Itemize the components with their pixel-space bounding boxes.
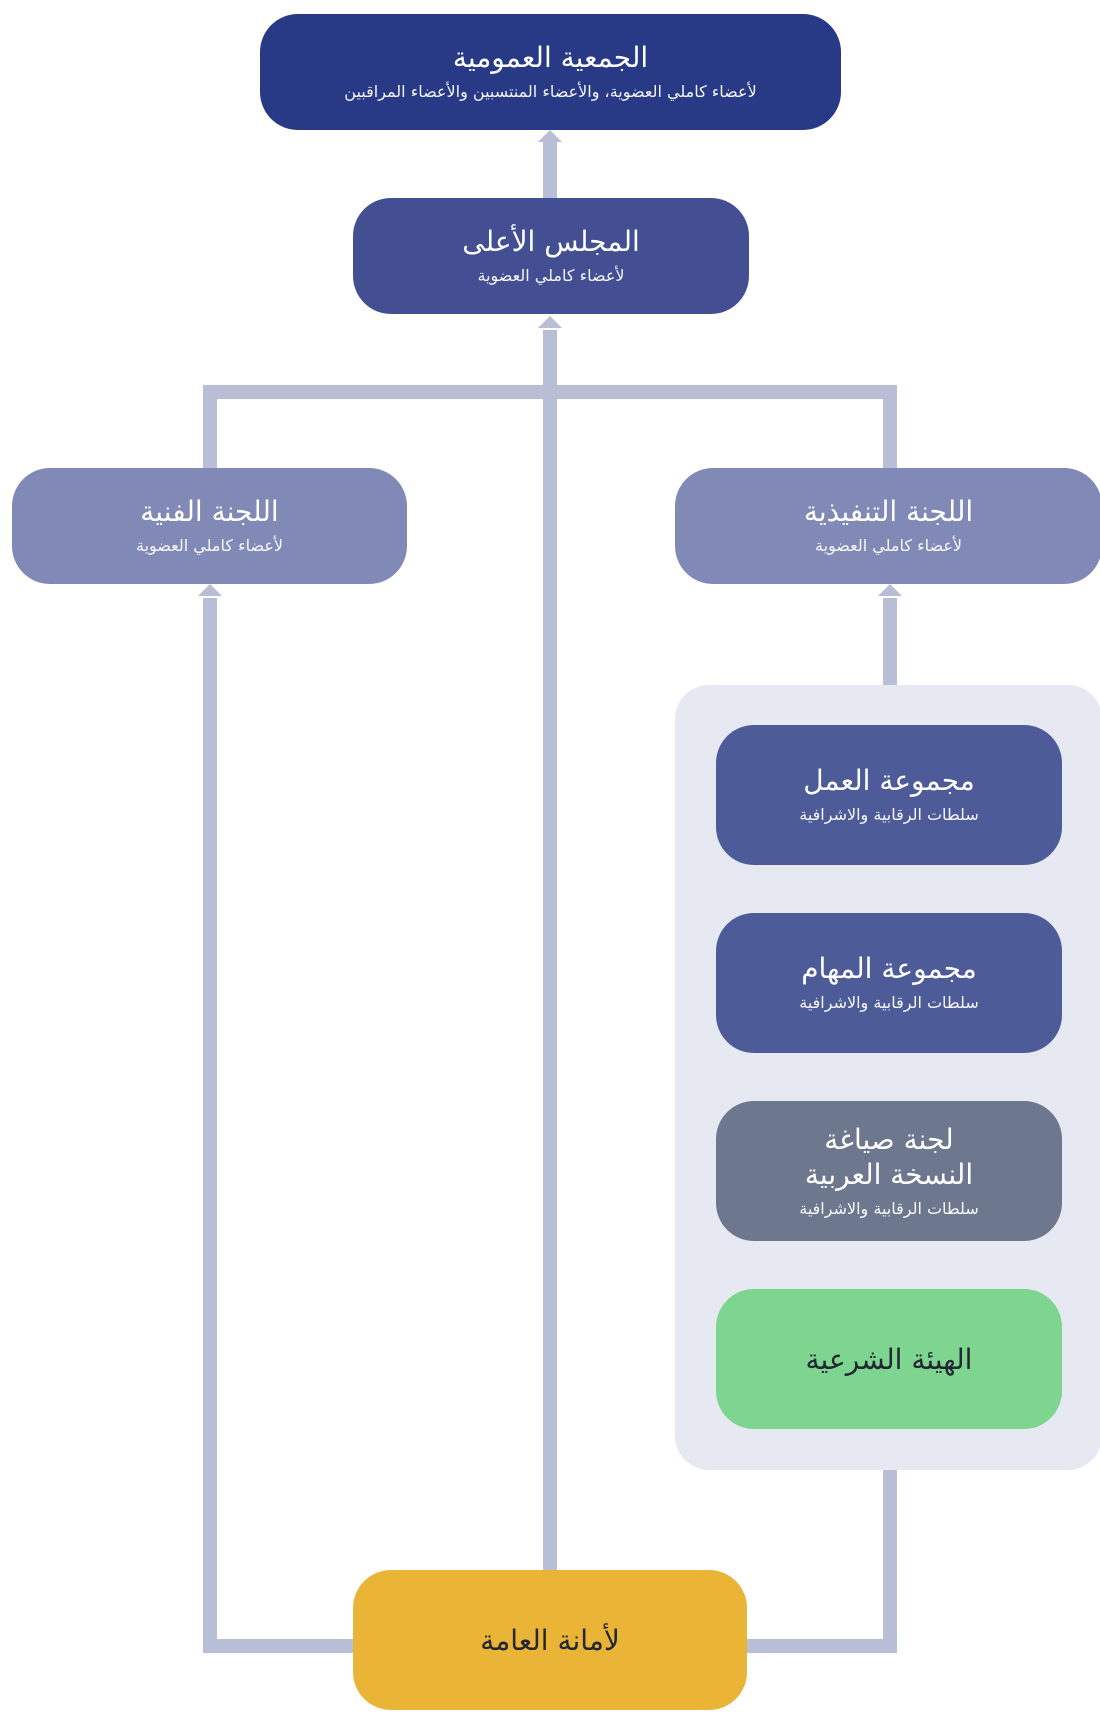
task-group-box[interactable]: مجموعة المهام سلطات الرقابية والاشرافية xyxy=(716,913,1062,1053)
general-secretariat-box[interactable]: لأمانة العامة xyxy=(353,1570,747,1710)
general-secretariat-title: لأمانة العامة xyxy=(480,1623,620,1657)
task-group-subtitle: سلطات الرقابية والاشرافية xyxy=(799,993,979,1013)
executive-committee-subtitle: لأعضاء كاملي العضوية xyxy=(814,536,963,556)
connector-secretariat-to-technical xyxy=(203,598,353,1653)
connector-bus xyxy=(203,385,897,468)
technical-committee-box[interactable]: اللجنة الفنية لأعضاء كاملي العضوية xyxy=(12,468,407,584)
working-group-title: مجموعة العمل xyxy=(803,764,975,798)
supreme-council-subtitle: لأعضاء كاملي العضوية xyxy=(477,266,625,286)
arrowhead-assembly xyxy=(538,130,562,142)
general-assembly-title: الجمعية العمومية xyxy=(452,41,649,75)
arabic-drafting-committee-title: لجنة صياغة النسخة العربية xyxy=(804,1122,974,1191)
general-assembly-subtitle: لأعضاء كاملي العضوية، والأعضاء المنتسبين… xyxy=(344,82,757,102)
connector-secretariat-to-panel xyxy=(747,1468,897,1653)
working-group-subtitle: سلطات الرقابية والاشرافية xyxy=(799,805,979,825)
general-assembly-box[interactable]: الجمعية العمومية لأعضاء كاملي العضوية، و… xyxy=(260,14,841,130)
arabic-drafting-committee-box[interactable]: لجنة صياغة النسخة العربية سلطات الرقابية… xyxy=(716,1101,1062,1241)
technical-committee-subtitle: لأعضاء كاملي العضوية xyxy=(135,536,284,556)
task-group-title: مجموعة المهام xyxy=(801,952,977,986)
arabic-drafting-committee-subtitle: سلطات الرقابية والاشرافية xyxy=(799,1198,979,1218)
supreme-council-box[interactable]: المجلس الأعلى لأعضاء كاملي العضوية xyxy=(353,198,749,314)
technical-committee-title: اللجنة الفنية xyxy=(140,495,279,529)
executive-committee-title: اللجنة التنفيذية xyxy=(803,495,974,529)
sharia-board-box[interactable]: الهيئة الشرعية xyxy=(716,1289,1062,1429)
supreme-council-title: المجلس الأعلى xyxy=(462,225,640,259)
arrowhead-technical xyxy=(198,584,222,596)
sharia-board-title: الهيئة الشرعية xyxy=(805,1342,973,1376)
executive-committee-box[interactable]: اللجنة التنفيذية لأعضاء كاملي العضوية xyxy=(675,468,1100,584)
arrowhead-executive xyxy=(878,584,902,596)
arrowhead-council xyxy=(538,316,562,328)
working-group-box[interactable]: مجموعة العمل سلطات الرقابية والاشرافية xyxy=(716,725,1062,865)
